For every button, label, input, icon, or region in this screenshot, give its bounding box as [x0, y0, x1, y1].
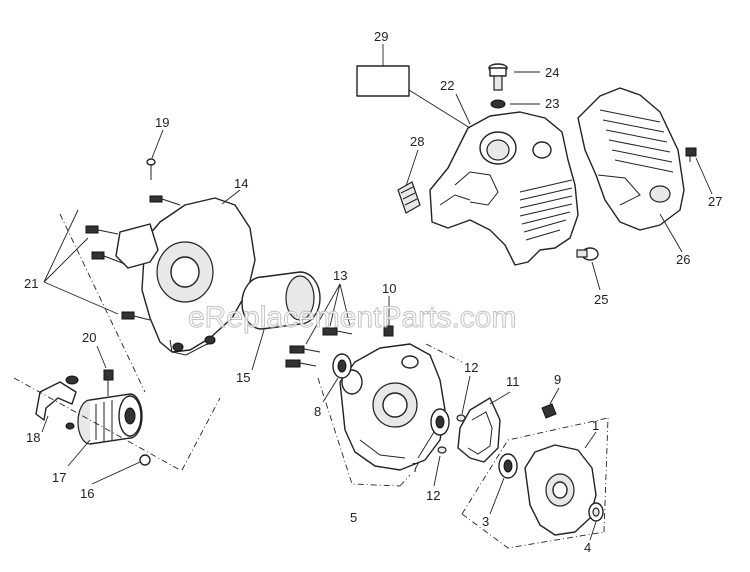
callout-16: 16 [80, 486, 94, 501]
callout-14: 14 [234, 176, 248, 191]
part-21-screws [85, 195, 181, 321]
part-19-screw [146, 158, 156, 180]
part-22-engine-cover [429, 111, 579, 266]
callout-7: 7 [412, 460, 419, 475]
part-8-bearing [332, 353, 352, 379]
part-15-flywheel [241, 271, 321, 330]
callout-25: 25 [594, 292, 608, 307]
part-10-pin [383, 325, 394, 337]
callout-28: 28 [410, 134, 424, 149]
assembly-axis-lines [13, 213, 609, 549]
callout-5: 5 [350, 510, 357, 525]
callout-11: 11 [506, 374, 520, 389]
callout-18: 18 [26, 430, 40, 445]
callout-19: 19 [155, 115, 169, 130]
part-5-crankcase [339, 343, 446, 471]
part-18-clutch-shoe [35, 375, 79, 430]
callout-labels: 29 24 23 22 28 27 26 25 19 14 21 13 10 1… [24, 29, 722, 555]
watermark: eReplacementParts.com [188, 301, 516, 334]
part-25-screw [576, 247, 599, 261]
callout-26: 26 [676, 252, 690, 267]
callout-1: 1 [592, 418, 599, 433]
callout-15: 15 [236, 370, 250, 385]
part-11-gasket [457, 397, 501, 463]
part-13-bolts [285, 327, 353, 368]
part-28-filter [397, 181, 421, 214]
part-26-shroud [577, 87, 685, 231]
callout-22: 22 [440, 78, 454, 93]
leader-lines [41, 44, 713, 541]
callout-13: 13 [333, 268, 347, 283]
callout-12-lower: 12 [426, 488, 440, 503]
part-27-screw [685, 147, 697, 162]
part-7-bearing [430, 408, 450, 436]
callout-12-upper: 12 [464, 360, 478, 375]
callout-3: 3 [482, 514, 489, 529]
part-29-label-plate [356, 65, 410, 97]
callout-23: 23 [545, 96, 559, 111]
part-16-washer [139, 454, 151, 466]
callout-9: 9 [554, 372, 561, 387]
callout-4: 4 [584, 540, 591, 555]
callout-20: 20 [82, 330, 96, 345]
callout-17: 17 [52, 470, 66, 485]
part-1-crankcase-cover [524, 444, 597, 536]
part-17-clutch-drum [77, 393, 143, 445]
part-14-fan-housing [115, 197, 256, 356]
part-9-fitting [541, 403, 557, 419]
part-3-bearing [498, 453, 518, 479]
callout-21: 21 [24, 276, 38, 291]
part-24-screw [488, 63, 508, 91]
callout-10: 10 [382, 281, 396, 296]
callout-8: 8 [314, 404, 321, 419]
callout-29: 29 [374, 29, 388, 44]
part-12-dowels [437, 414, 466, 454]
callout-27: 27 [708, 194, 722, 209]
part-4-seal [588, 502, 604, 522]
part-20-bolt [103, 369, 114, 396]
part-23-washer [490, 99, 506, 109]
callout-24: 24 [545, 65, 559, 80]
